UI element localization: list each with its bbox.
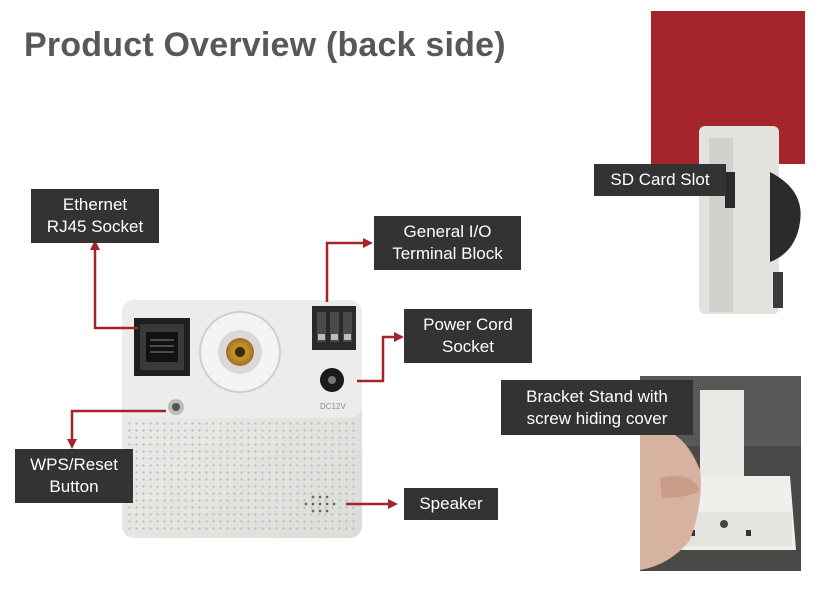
power-marking: DC12V: [320, 402, 346, 411]
lens-housing: [770, 172, 801, 262]
label-wps-reset: WPS/Reset Button: [15, 449, 133, 503]
arrow-wps: [70, 409, 166, 441]
arrow-heads: [67, 238, 404, 509]
slide-title: Product Overview (back side): [24, 26, 506, 64]
rj45-socket: [134, 318, 190, 376]
hand: [640, 428, 701, 570]
label-power-cord: Power Cord Socket: [404, 309, 532, 363]
terminal-block: [312, 306, 356, 350]
side-view-photo: [651, 11, 805, 314]
callout-arrows: [70, 241, 397, 506]
arrow-general-io: [325, 241, 365, 302]
label-bracket-stand: Bracket Stand with screw hiding cover: [501, 380, 693, 435]
label-general-io: General I/O Terminal Block: [374, 216, 521, 270]
speaker-area: [304, 495, 336, 513]
label-speaker: Speaker: [404, 488, 498, 520]
sd-card-slot: [725, 172, 735, 208]
speaker-grille: [128, 420, 356, 532]
arrow-ethernet: [93, 248, 138, 330]
mount-screw-post: [199, 311, 281, 393]
power-socket: DC12V: [320, 368, 346, 411]
bracket-stem: [700, 390, 744, 480]
wps-reset-button: [168, 399, 184, 415]
arrow-power-cord: [357, 335, 397, 383]
label-sd-card-slot: SD Card Slot: [594, 164, 726, 196]
device-back-photo: DC12V: [122, 300, 362, 538]
label-ethernet: Ethernet RJ45 Socket: [31, 189, 159, 243]
